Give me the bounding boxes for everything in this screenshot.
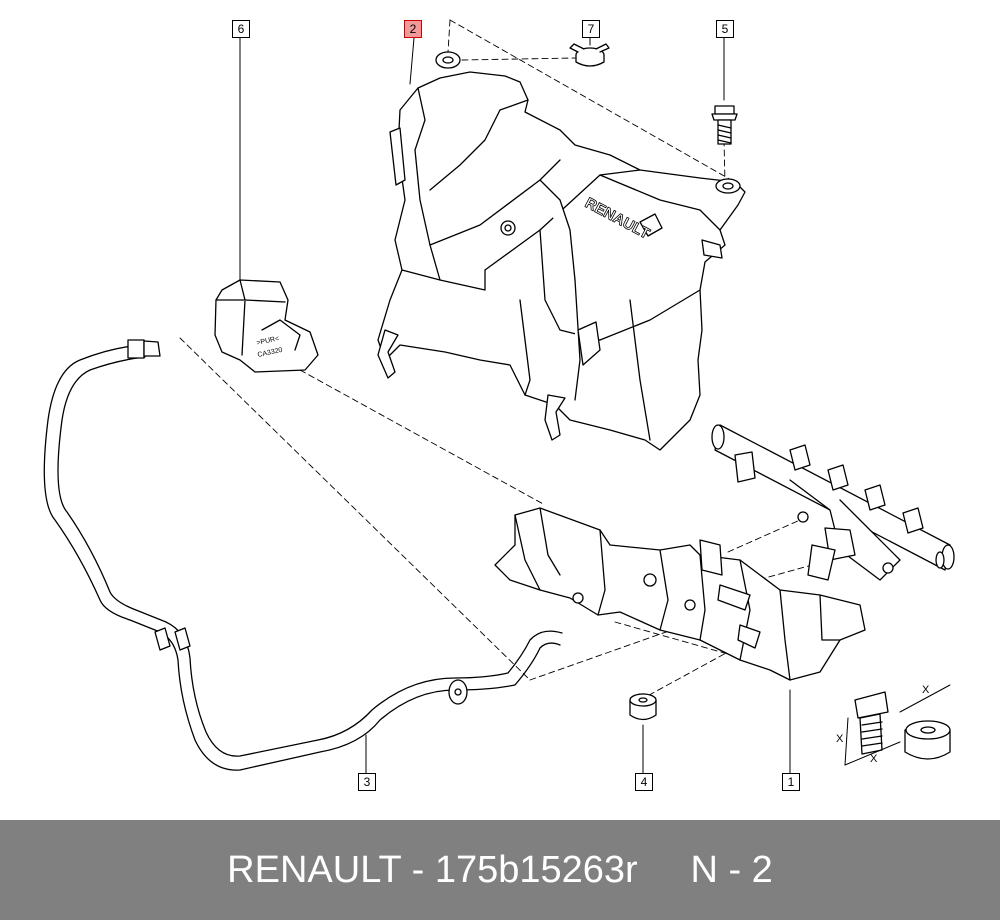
bracket-part xyxy=(494,507,866,681)
sensor-part xyxy=(214,279,319,373)
callout-7: 7 xyxy=(582,20,600,38)
cap-part xyxy=(569,43,610,67)
callout-4: 4 xyxy=(635,773,653,791)
caption-position: N - 2 xyxy=(690,849,773,891)
caption-part-number: 175b15263r xyxy=(434,849,638,891)
bolt-part xyxy=(711,105,738,145)
callout-6: 6 xyxy=(232,20,250,38)
sensor-mark-line1: >PUR< xyxy=(256,335,280,347)
caption-brand: RENAULT xyxy=(227,849,402,891)
caption-gap xyxy=(638,849,691,891)
callout-5: 5 xyxy=(716,20,734,38)
fastener-detail xyxy=(854,691,951,760)
grommet-part xyxy=(629,693,657,721)
dimension-label-x3: X xyxy=(870,753,878,765)
callout-3: 3 xyxy=(358,773,376,791)
dimension-label-x1: X xyxy=(836,733,844,745)
callout-2: 2 xyxy=(404,20,422,38)
leader-lines xyxy=(239,36,791,774)
part-caption: RENAULT - 175b15263r N - 2 xyxy=(0,820,1000,920)
callout-1: 1 xyxy=(782,773,800,791)
engine-cover xyxy=(377,51,746,451)
dimension-arrows xyxy=(844,684,951,766)
hose-part xyxy=(43,339,563,771)
caption-separator: - xyxy=(401,849,435,891)
exploded-parts-diagram: RENAULT >PUR< CA3320 xyxy=(43,19,955,774)
dimension-label-x2: X xyxy=(922,684,930,696)
fuel-rail xyxy=(711,424,955,581)
